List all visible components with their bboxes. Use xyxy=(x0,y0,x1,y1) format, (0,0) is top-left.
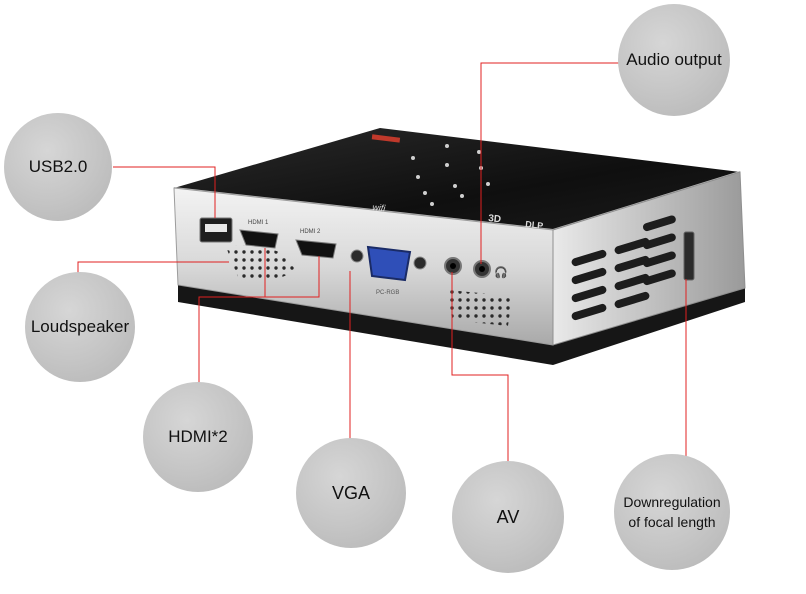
side-vents xyxy=(571,215,676,321)
vga-port xyxy=(350,245,427,282)
callout-focal: Downregulation of focal length xyxy=(614,454,730,570)
callout-vga: VGA xyxy=(296,438,406,548)
leader-usb xyxy=(113,166,216,218)
callout-loudspeaker-label: Loudspeaker xyxy=(30,316,130,336)
projector: wifi 3D DLP HDMI 1 HDMI 2 PC-RGB xyxy=(173,128,746,365)
callout-audio-output: Audio output xyxy=(618,4,730,116)
callout-loudspeaker: Loudspeaker xyxy=(25,272,135,382)
projector-base xyxy=(178,285,745,365)
vga-port-label: PC-RGB xyxy=(376,290,399,296)
leader-av xyxy=(451,272,509,462)
hdmi2-port xyxy=(295,239,337,259)
callout-vga-label: VGA xyxy=(331,482,370,503)
touch-keypad-dots xyxy=(411,144,490,206)
leader-hdmi-2 xyxy=(265,256,320,298)
leader-audio-output xyxy=(480,62,621,264)
projector-top xyxy=(174,128,740,230)
top-3d-mark: 3D xyxy=(488,213,502,225)
hdmi1-port-label: HDMI 1 xyxy=(248,220,269,226)
callout-usb: USB2.0 xyxy=(4,113,112,221)
av-jack xyxy=(444,257,462,275)
callout-usb-label: USB2.0 xyxy=(28,156,88,176)
callout-av: AV xyxy=(452,461,564,573)
top-brand-mark xyxy=(371,134,401,143)
usb-port xyxy=(199,217,233,243)
speaker-grille-left xyxy=(226,245,296,281)
callout-hdmi: HDMI*2 xyxy=(143,382,253,492)
audio-output-jack xyxy=(473,260,491,278)
top-dlp-mark: DLP xyxy=(525,219,544,231)
callout-av-label: AV xyxy=(496,506,520,527)
leader-hdmi-1 xyxy=(198,248,266,384)
callout-focal-label: Downregulation of focal length xyxy=(623,493,721,530)
leader-lines xyxy=(77,62,687,462)
focus-wheel xyxy=(683,231,695,281)
top-wifi-mark: wifi xyxy=(372,202,387,213)
speaker-grille-right xyxy=(448,290,512,326)
callout-hdmi-label: HDMI*2 xyxy=(168,426,228,446)
hdmi1-port xyxy=(239,229,279,249)
headphone-icon: 🎧 xyxy=(494,266,508,279)
callout-audio-output-label: Audio output xyxy=(626,49,722,69)
hdmi2-port-label: HDMI 2 xyxy=(300,229,321,235)
